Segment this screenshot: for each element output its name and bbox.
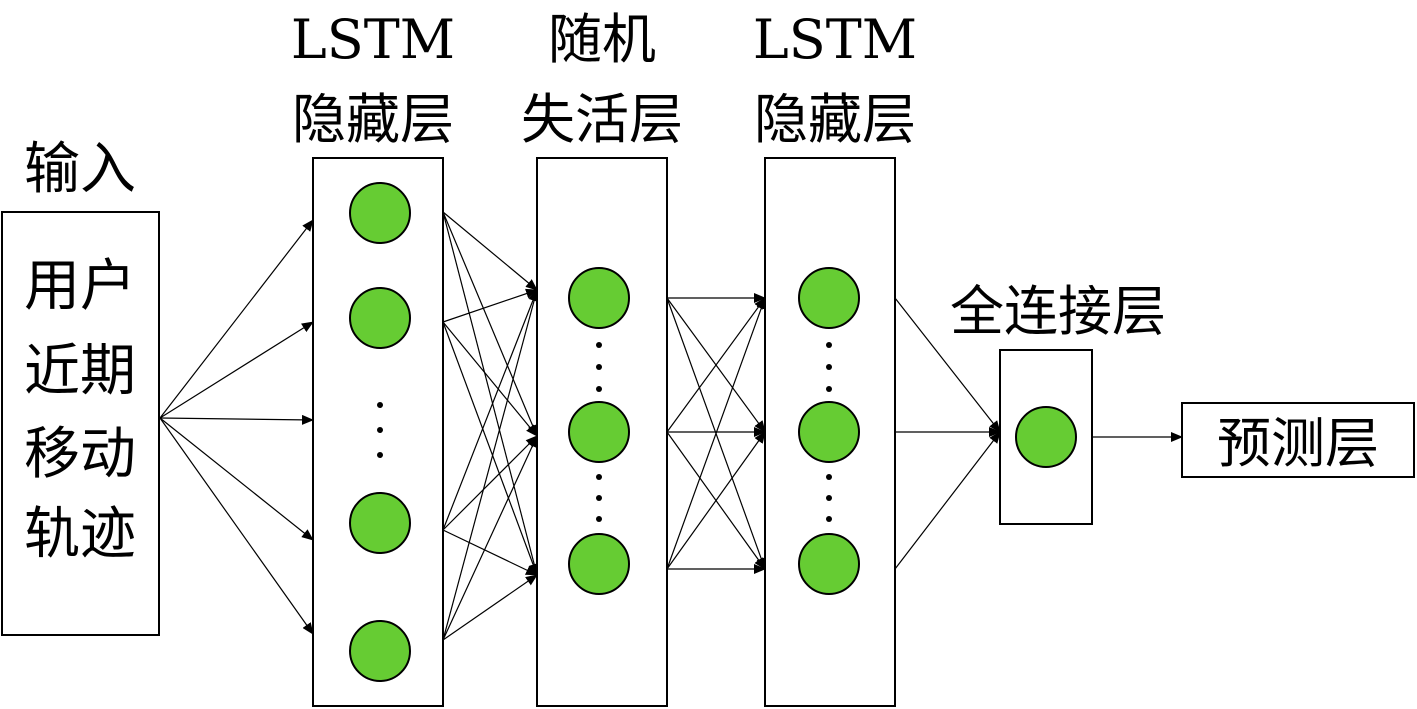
- edge-input-to-lstm1: [159, 321, 314, 419]
- edge-lstm1-to-dropout: [442, 321, 538, 576]
- input-box-line-2: 近期: [24, 339, 136, 404]
- edge-lstm2-to-dense: [894, 431, 1001, 570]
- lstm-1-node-4: [349, 620, 411, 682]
- lstm-2-node-1: [798, 267, 860, 329]
- edge-lstm1-to-dropout: [442, 288, 538, 323]
- lstm-2-ellipsis-dot: [826, 495, 832, 501]
- lstm-1-ellipsis-dot: [377, 427, 383, 433]
- lstm-layer-2-title-line-2: 隐藏层: [754, 88, 916, 151]
- dropout-node-2: [568, 401, 630, 463]
- dropout-node-1: [568, 267, 630, 329]
- input-box: [1, 211, 160, 636]
- dropout-ellipsis-dot: [596, 342, 602, 348]
- edge-lstm1-to-dropout: [442, 529, 538, 576]
- lstm-2-node-2: [798, 401, 860, 463]
- dropout-ellipsis-dot: [596, 364, 602, 370]
- lstm-2-node-3: [798, 533, 860, 595]
- dropout-ellipsis-dot: [596, 386, 602, 392]
- edge-input-to-lstm1: [159, 417, 314, 635]
- edge-lstm1-to-dropout: [442, 211, 538, 291]
- dense-node: [1015, 406, 1077, 468]
- edge-lstm1-to-dropout: [442, 435, 538, 531]
- lstm-layer-1-title-line-1: LSTM: [291, 8, 455, 71]
- edge-input-to-lstm1: [159, 414, 314, 425]
- dropout-ellipsis-dot: [596, 495, 602, 501]
- dense-layer-title: 全连接层: [950, 280, 1166, 343]
- edge-dropout-to-lstm2: [666, 431, 766, 570]
- lstm-2-ellipsis-dot: [826, 386, 832, 392]
- input-box-line-3: 移动: [24, 422, 136, 487]
- edge-input-to-lstm1: [159, 219, 314, 419]
- input-title: 输入: [24, 137, 136, 202]
- output-box-label: 预测层: [1217, 412, 1379, 475]
- edge-dropout-to-lstm2: [666, 297, 766, 570]
- edge-lstm1-to-dropout: [442, 289, 539, 641]
- input-box-line-1: 用户: [24, 254, 136, 319]
- lstm-1-ellipsis-dot: [377, 402, 383, 408]
- edge-lstm1-to-dropout: [442, 211, 540, 576]
- lstm-layer-1-title-line-2: 隐藏层: [292, 88, 454, 151]
- input-box-line-4: 轨迹: [24, 502, 136, 567]
- dropout-layer-title-line-1: 随机: [548, 8, 656, 71]
- edge-lstm1-to-dropout: [442, 435, 538, 641]
- edge-lstm1-to-dropout: [442, 321, 538, 437]
- lstm-2-ellipsis-dot: [826, 516, 832, 522]
- edge-lstm1-to-dropout: [442, 574, 538, 641]
- lstm-2-ellipsis-dot: [826, 342, 832, 348]
- connection-edges: [159, 211, 1183, 641]
- lstm-2-ellipsis-dot: [826, 474, 832, 480]
- lstm-2-ellipsis-dot: [826, 364, 832, 370]
- lstm-1-node-1: [349, 182, 411, 244]
- lstm-1-node-3: [349, 492, 411, 554]
- dropout-node-3: [568, 533, 630, 595]
- edge-dropout-to-lstm2: [666, 297, 766, 433]
- lstm-1-node-2: [349, 287, 411, 349]
- edge-input-to-lstm1: [159, 417, 314, 541]
- lstm-layer-2-title-line-1: LSTM: [753, 8, 917, 71]
- output-box: [1181, 402, 1415, 478]
- dropout-ellipsis-dot: [596, 516, 602, 522]
- edge-lstm2-to-dense: [894, 297, 1001, 433]
- edge-lstm1-to-dropout: [442, 289, 538, 531]
- lstm-1-ellipsis-dot: [377, 452, 383, 458]
- edge-lstm1-to-dropout: [442, 211, 538, 437]
- dropout-ellipsis-dot: [596, 474, 602, 480]
- dropout-layer-title-line-2: 失活层: [521, 88, 683, 151]
